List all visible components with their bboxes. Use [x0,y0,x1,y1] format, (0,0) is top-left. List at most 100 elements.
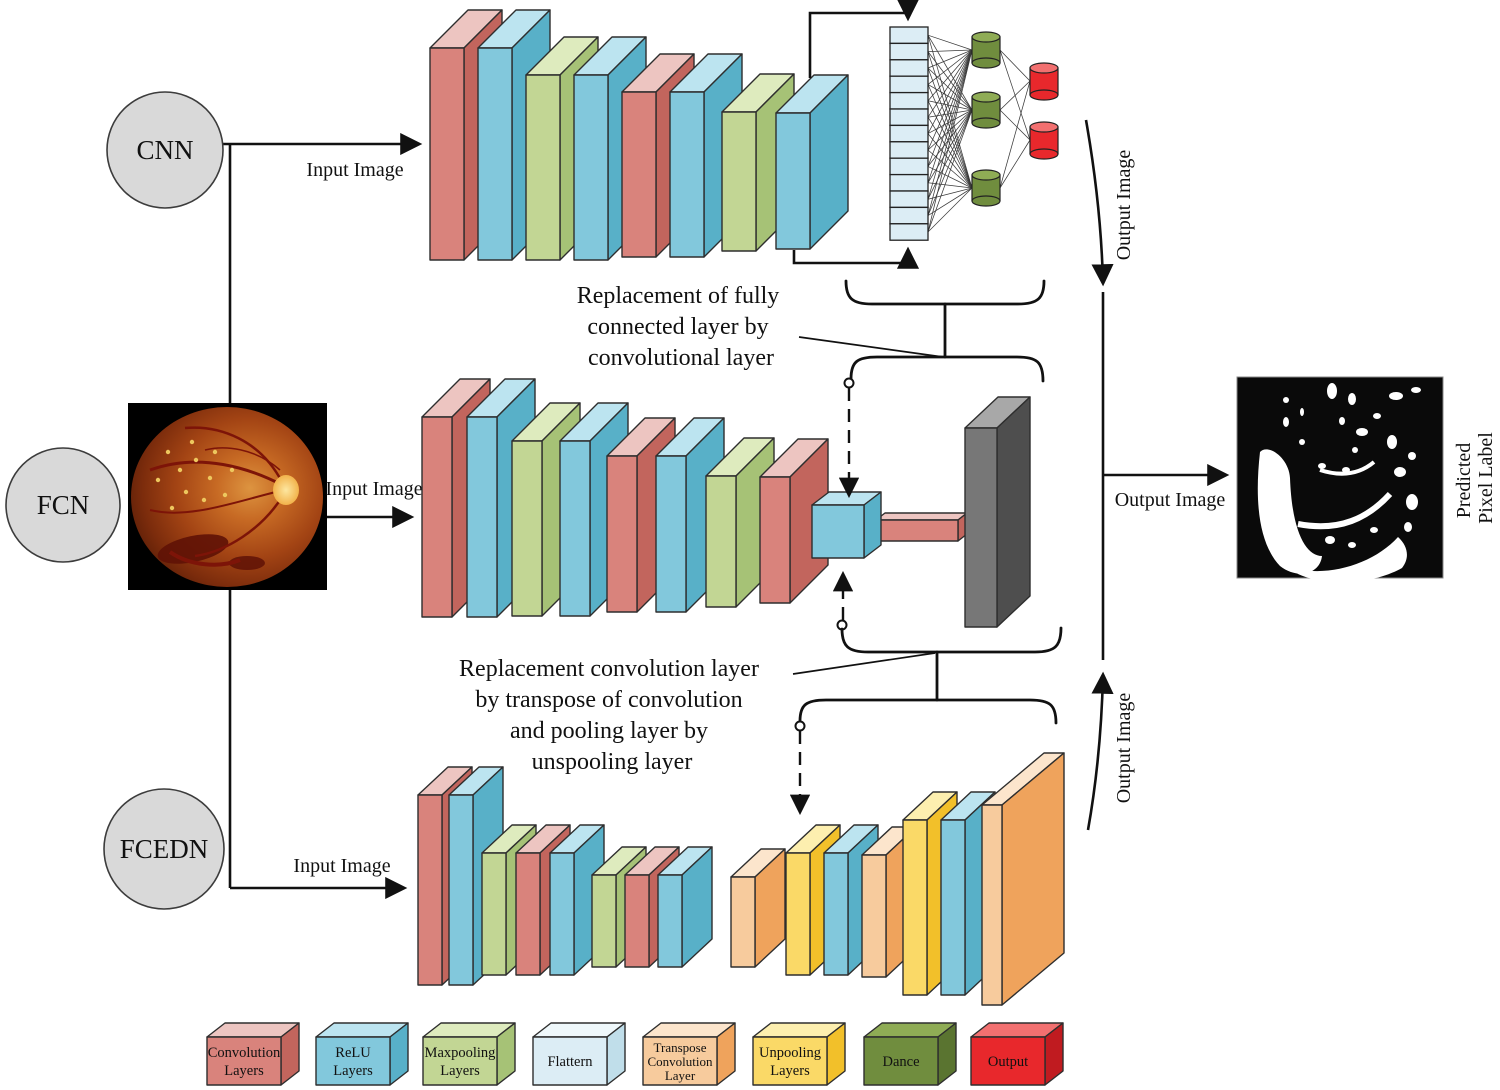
optic-disc [273,475,299,505]
cnn-flatten-bottom-connector [792,246,920,269]
fcedn-output-image-label: Output Image [1113,693,1135,804]
white-speck [1373,413,1381,419]
fcn-conv-bar-front [875,519,959,542]
fc-connection [999,139,1031,189]
legend-line: Convolution [647,1054,713,1069]
legend-unpool-box-front [752,1036,828,1086]
cnn-output-image-label: Output Image [1113,150,1135,261]
vessel [184,426,284,483]
exudate-spot [193,457,199,463]
exudate-spot [165,449,171,455]
fc-connection [927,49,973,102]
cnn-maxpool-layer-front [525,74,561,261]
fcn-maxpool-layer-front [511,440,543,617]
white-band [1319,460,1376,476]
white-speck [1352,447,1358,453]
dance-node-top [971,91,1001,103]
exudate-spot [169,505,175,511]
legend-transpose-box-front [642,1036,718,1086]
fc-connection [927,187,973,233]
white-speck [1370,527,1378,533]
fc-connection [927,49,973,151]
fc-connection [927,109,973,183]
fc-connection [927,51,973,189]
cnn-branch [429,9,849,261]
flatten-cell [889,42,929,61]
white-speck [1348,393,1356,405]
exudate-spot [177,467,183,473]
fcn-branch [421,378,1031,628]
legend-dance-label: Dance [882,1054,919,1070]
connector-dot [843,377,855,389]
legend-line: Layers [770,1063,810,1079]
fc-connection [927,117,973,189]
fc-connection [927,109,973,134]
fc-connection [927,67,973,189]
fc-connection [927,49,973,118]
fcedn-transpose-layer-front [730,876,756,968]
fcn-score-map-front [964,427,998,628]
white-speck [1356,428,1368,436]
legend-conv-box-front [206,1036,282,1086]
fc-connection [999,80,1031,189]
dance-node-top [971,31,1001,43]
fc-connection [999,49,1031,82]
white-speck [1300,408,1304,416]
fc-connection [927,49,973,167]
vessel [149,489,285,514]
predicted-pixel-label: Predicted Pixel Label [1453,432,1497,524]
white-region [1257,449,1322,574]
fcedn-unpool-layer-front [785,852,811,976]
legend-line: Flattern [547,1054,593,1070]
exudate-spot [222,492,228,498]
legend-line: Layers [440,1063,480,1079]
legend-item-output: Output [970,1022,1064,1086]
fcedn-transpose-layer-front [861,854,887,978]
fcn-score-map-side [996,396,1031,628]
note1-pointer-line [798,336,944,358]
cnn-circle [106,91,224,209]
fc-connection [927,109,973,167]
white-band [1297,491,1393,530]
fundus-input-image [128,403,327,590]
fcedn-relu-layer-front [823,852,849,976]
white-region [1285,537,1407,583]
legend-line: ReLU [335,1045,371,1061]
flatten-cell [889,223,929,241]
fc-connection [927,49,973,134]
fc-connection [927,49,973,69]
fcedn-relu-layer-front [940,819,966,996]
fc-connection [927,84,973,189]
legend-dance-box-front [863,1036,939,1086]
fc-connection [927,109,973,216]
fc-connection [927,100,973,111]
brace-over-fcedn [798,698,1058,725]
white-speck [1348,542,1356,548]
white-speck [1406,494,1418,510]
legend-item-dance: Dance [863,1022,957,1086]
cnn-maxpool-layer-front [721,111,757,252]
legend-flatten-label: Flattern [547,1054,593,1070]
exudate-spot [207,475,213,481]
fcedn-input-image-label: Input Image [293,855,390,877]
predicted-label-image [1236,376,1444,583]
exudate-spot [229,467,235,473]
cnn-node: CNN [106,91,224,209]
fcn-circle [5,447,121,563]
output-node-bottom [1029,89,1059,101]
legend-line: Transpose [654,1040,707,1055]
flatten-cell [889,59,929,77]
legend-flatten-box-front [532,1036,608,1086]
fc-connection [927,109,973,118]
dance-node-bottom [971,57,1001,69]
legend-relu-box-front [315,1036,391,1086]
flatten-cell [889,206,929,225]
fcedn-unpool-layer-front [902,819,928,996]
